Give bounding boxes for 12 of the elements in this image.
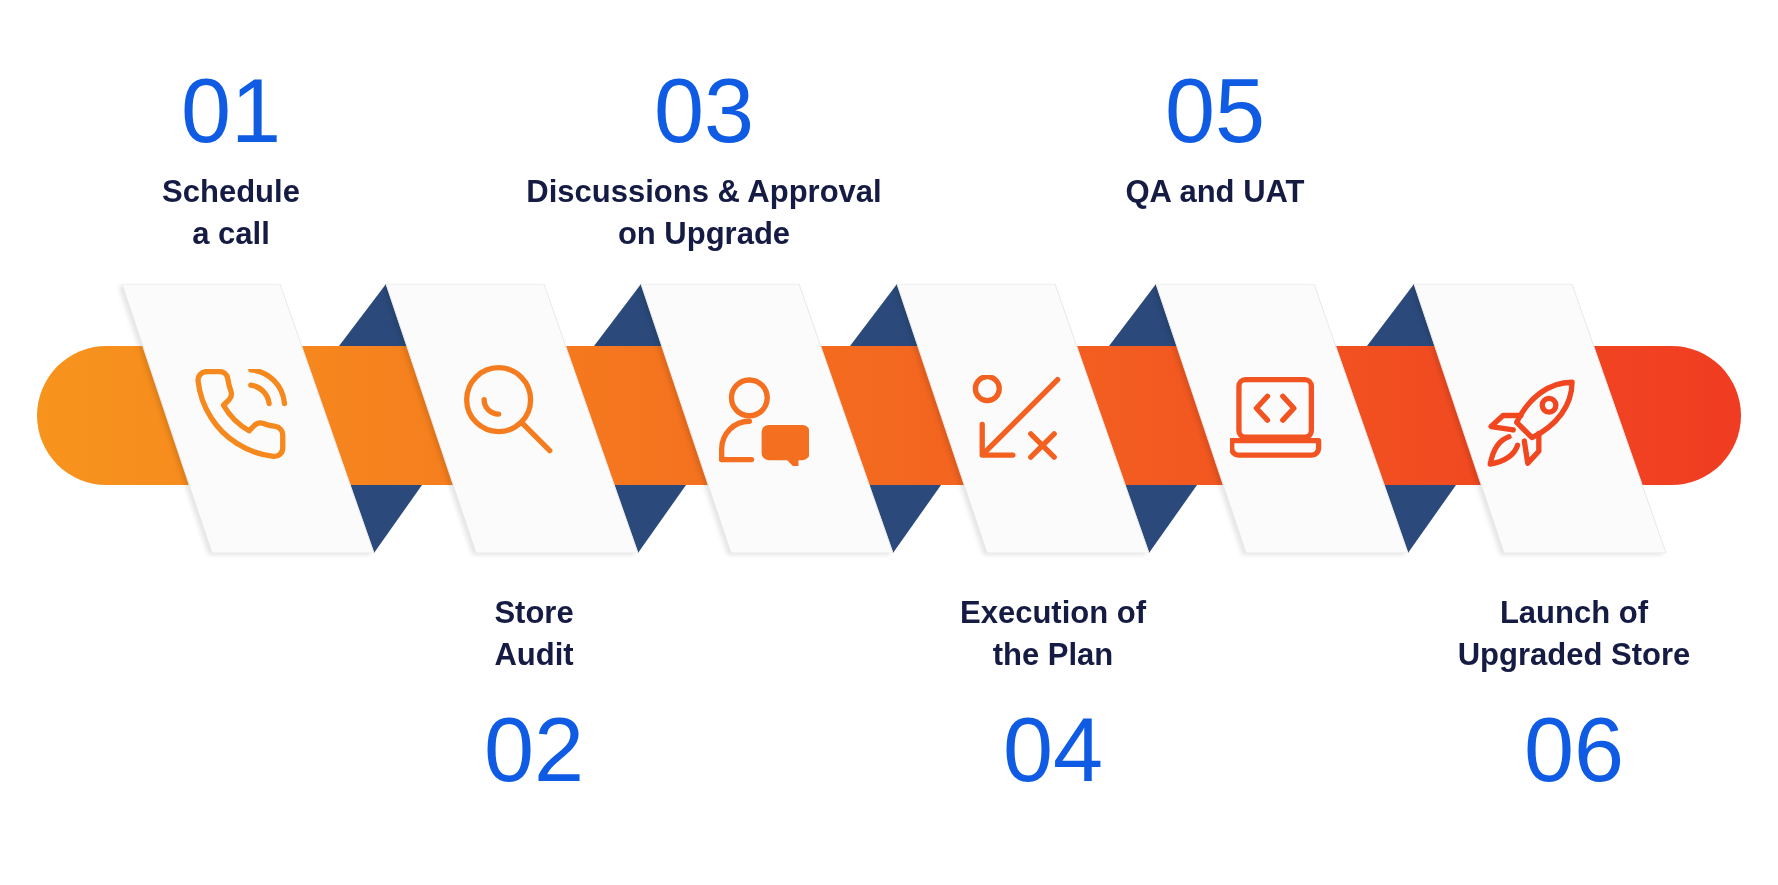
step-title: Schedule a call xyxy=(161,173,301,253)
step-title: QA and UAT xyxy=(1124,173,1306,211)
step-number: 05 xyxy=(1163,71,1267,151)
step-title: Discussions & Approval on Upgrade xyxy=(525,173,883,253)
step-number: 06 xyxy=(1522,710,1626,790)
step-title: Launch of Upgraded Store xyxy=(1456,594,1692,674)
step-number: 01 xyxy=(179,71,283,151)
step-title: Store Audit xyxy=(493,594,575,674)
step-title: Execution of the Plan xyxy=(959,594,1147,674)
step-number: 04 xyxy=(1001,710,1105,790)
step-number: 02 xyxy=(482,710,586,790)
step-number: 03 xyxy=(652,71,756,151)
